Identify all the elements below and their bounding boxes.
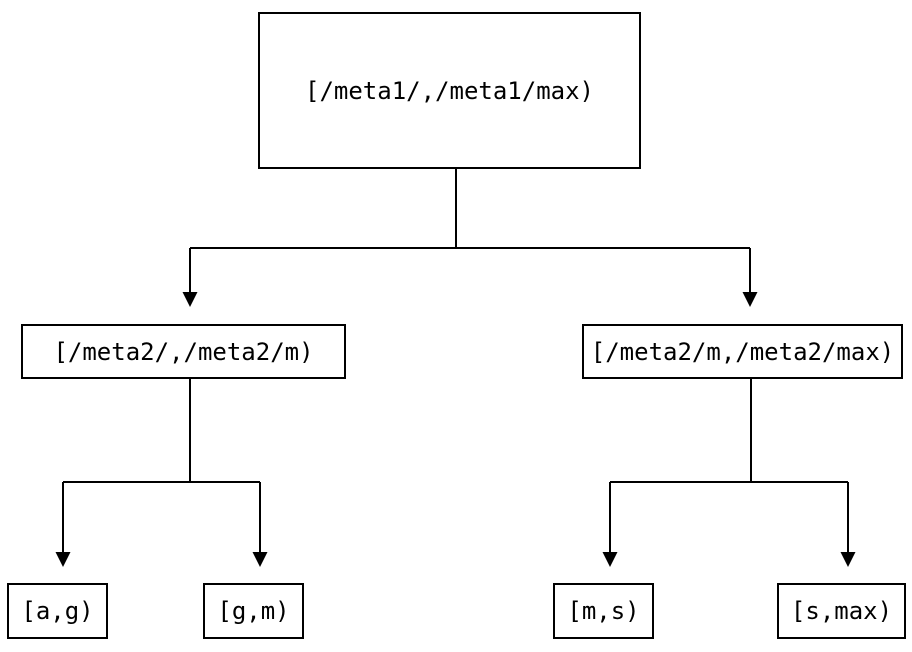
arrowhead-right-icon [252,552,268,567]
tree-node-meta2-right: [/meta2/m,/meta2/max) [582,324,903,379]
arrowhead-left-icon [602,552,618,567]
tree-node-meta2-left: [/meta2/,/meta2/m) [21,324,346,379]
connector-right-to-leaves [602,379,856,567]
arrowhead-right-icon [742,292,758,307]
arrowhead-right-icon [840,552,856,567]
tree-node-leaf-ag: [a,g) [7,583,108,639]
tree-node-leaf-smax: [s,max) [777,583,906,639]
connector-left-to-leaves [55,379,268,567]
arrowhead-left-icon [182,292,198,307]
arrowhead-left-icon [55,552,71,567]
tree-node-root: [/meta1/,/meta1/max) [258,12,641,169]
tree-node-leaf-ms: [m,s) [553,583,654,639]
tree-node-leaf-gm: [g,m) [203,583,304,639]
connector-root-to-level2 [182,169,758,307]
